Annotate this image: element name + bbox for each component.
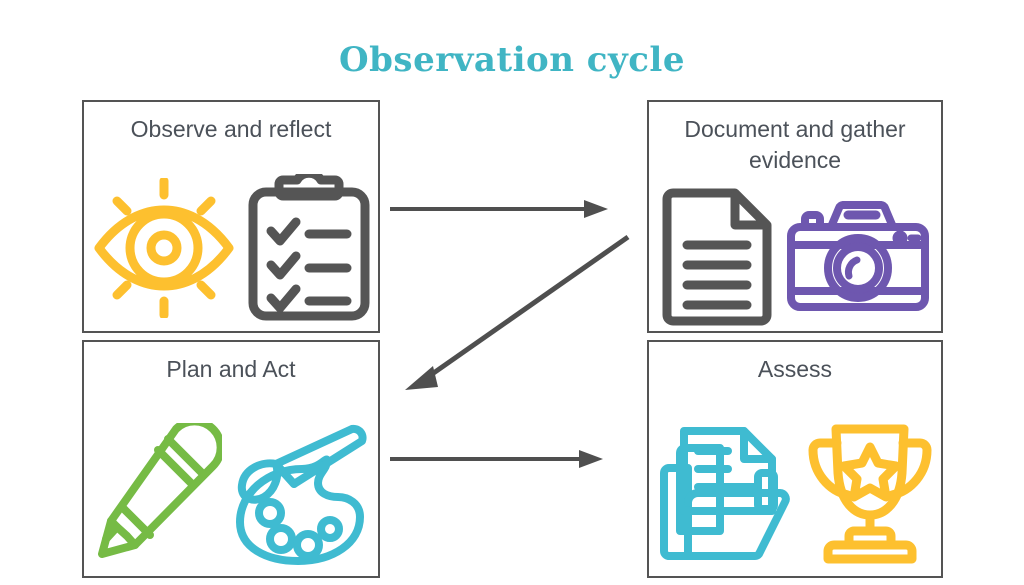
icon-row-assess bbox=[649, 418, 941, 568]
cycle-box-plan-and-act[interactable]: Plan and Act bbox=[82, 340, 380, 578]
icon-row-plan-and-act bbox=[84, 418, 378, 568]
box-label-plan-and-act: Plan and Act bbox=[166, 356, 296, 382]
arrow-observe-to-document bbox=[390, 200, 608, 218]
arrow-document-to-plan bbox=[405, 234, 630, 390]
eye-icon bbox=[94, 178, 234, 318]
box-label-assess: Assess bbox=[757, 356, 833, 382]
camera-icon bbox=[787, 201, 929, 311]
clipboard-checklist-icon bbox=[248, 174, 370, 321]
cycle-box-assess[interactable]: Assess bbox=[647, 340, 943, 578]
pencil-icon bbox=[98, 423, 222, 558]
icon-row-observe-and-reflect bbox=[84, 173, 378, 323]
box-label-document-and-gather-evidence: Document and gather evidence bbox=[684, 116, 906, 173]
cycle-box-document-and-gather-evidence[interactable]: Document and gather evidence bbox=[647, 100, 943, 333]
icon-row-document-and-gather-evidence bbox=[649, 187, 941, 327]
arrow-plan-to-assess bbox=[390, 450, 603, 468]
paint-palette-icon bbox=[236, 424, 367, 565]
folder-with-document-icon bbox=[660, 427, 790, 560]
page-title: Observation cycle bbox=[339, 40, 685, 80]
cycle-box-observe-and-reflect[interactable]: Observe and reflect bbox=[82, 100, 380, 333]
box-label-observe-and-reflect: Observe and reflect bbox=[130, 116, 332, 142]
document-icon bbox=[662, 188, 772, 326]
trophy-icon bbox=[808, 424, 932, 563]
